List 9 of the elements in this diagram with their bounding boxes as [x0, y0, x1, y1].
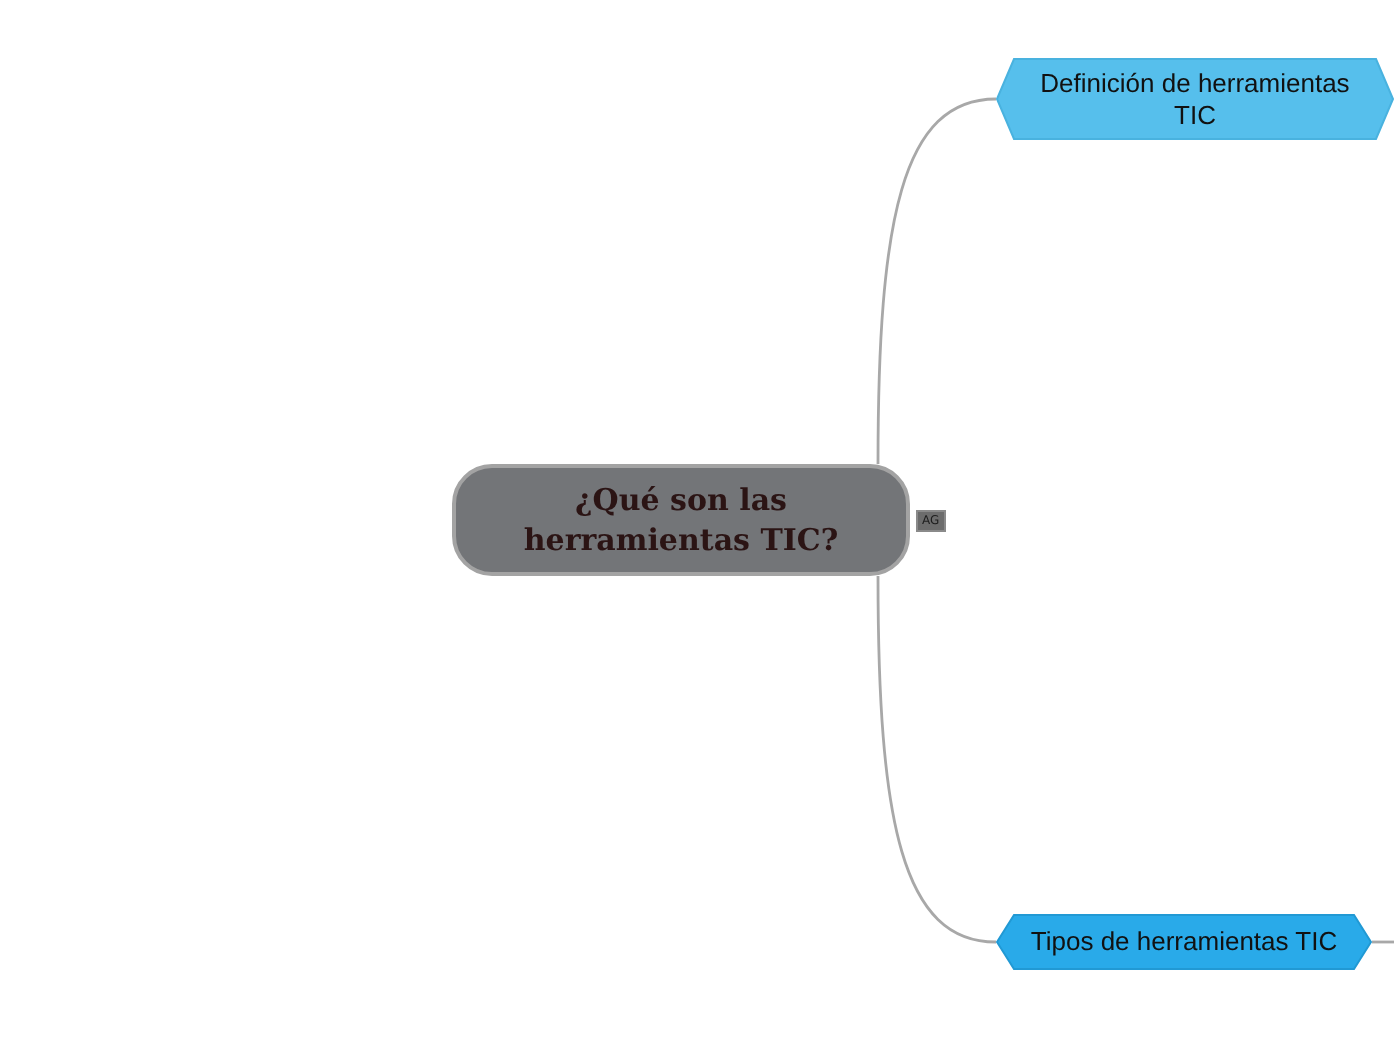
connector-line [1372, 940, 1394, 944]
subtopic-label: Tipos de herramientas TIC [1028, 926, 1340, 958]
central-topic-box [452, 464, 910, 576]
subtopic-label: Definición de herramientas TIC [1038, 67, 1352, 131]
connector-line [876, 97, 997, 464]
connector-line [876, 576, 997, 944]
subtopic-hexagon [996, 58, 1394, 140]
subtopic-hexagon [996, 914, 1372, 970]
topic-title: ¿Qué son las herramientas TIC? [521, 480, 841, 560]
